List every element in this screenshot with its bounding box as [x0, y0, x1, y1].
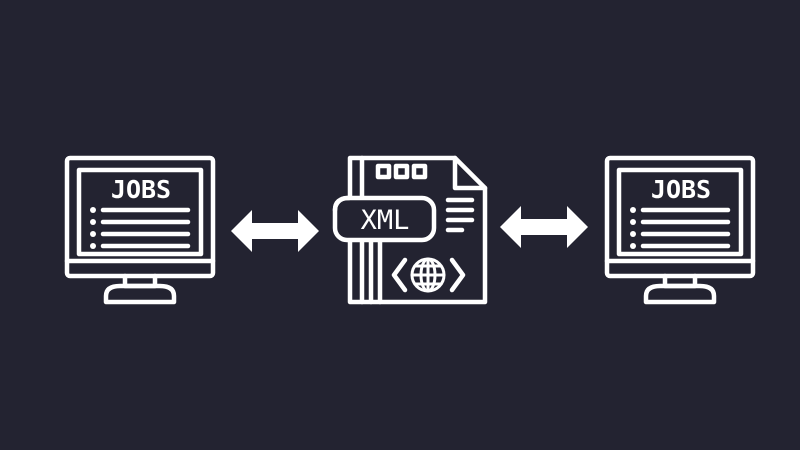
job-list-lines [100, 207, 191, 249]
left-double-arrow-icon [231, 210, 319, 252]
job-list-lines [640, 207, 731, 249]
job-list-bullets [630, 207, 636, 249]
job-list-bullets [90, 207, 96, 249]
right-monitor-title: JOBS [651, 175, 711, 204]
xml-document-icon [332, 155, 488, 305]
right-double-arrow-icon [500, 206, 588, 248]
toolbar-squares [375, 163, 428, 180]
code-bracket-left [391, 257, 408, 293]
left-monitor-title: JOBS [111, 175, 171, 204]
right-monitor-icon [604, 155, 756, 305]
code-bracket-right [449, 257, 466, 293]
xml-badge-label: XML [361, 205, 410, 236]
globe-icon [410, 257, 446, 293]
left-monitor-icon [64, 155, 216, 305]
